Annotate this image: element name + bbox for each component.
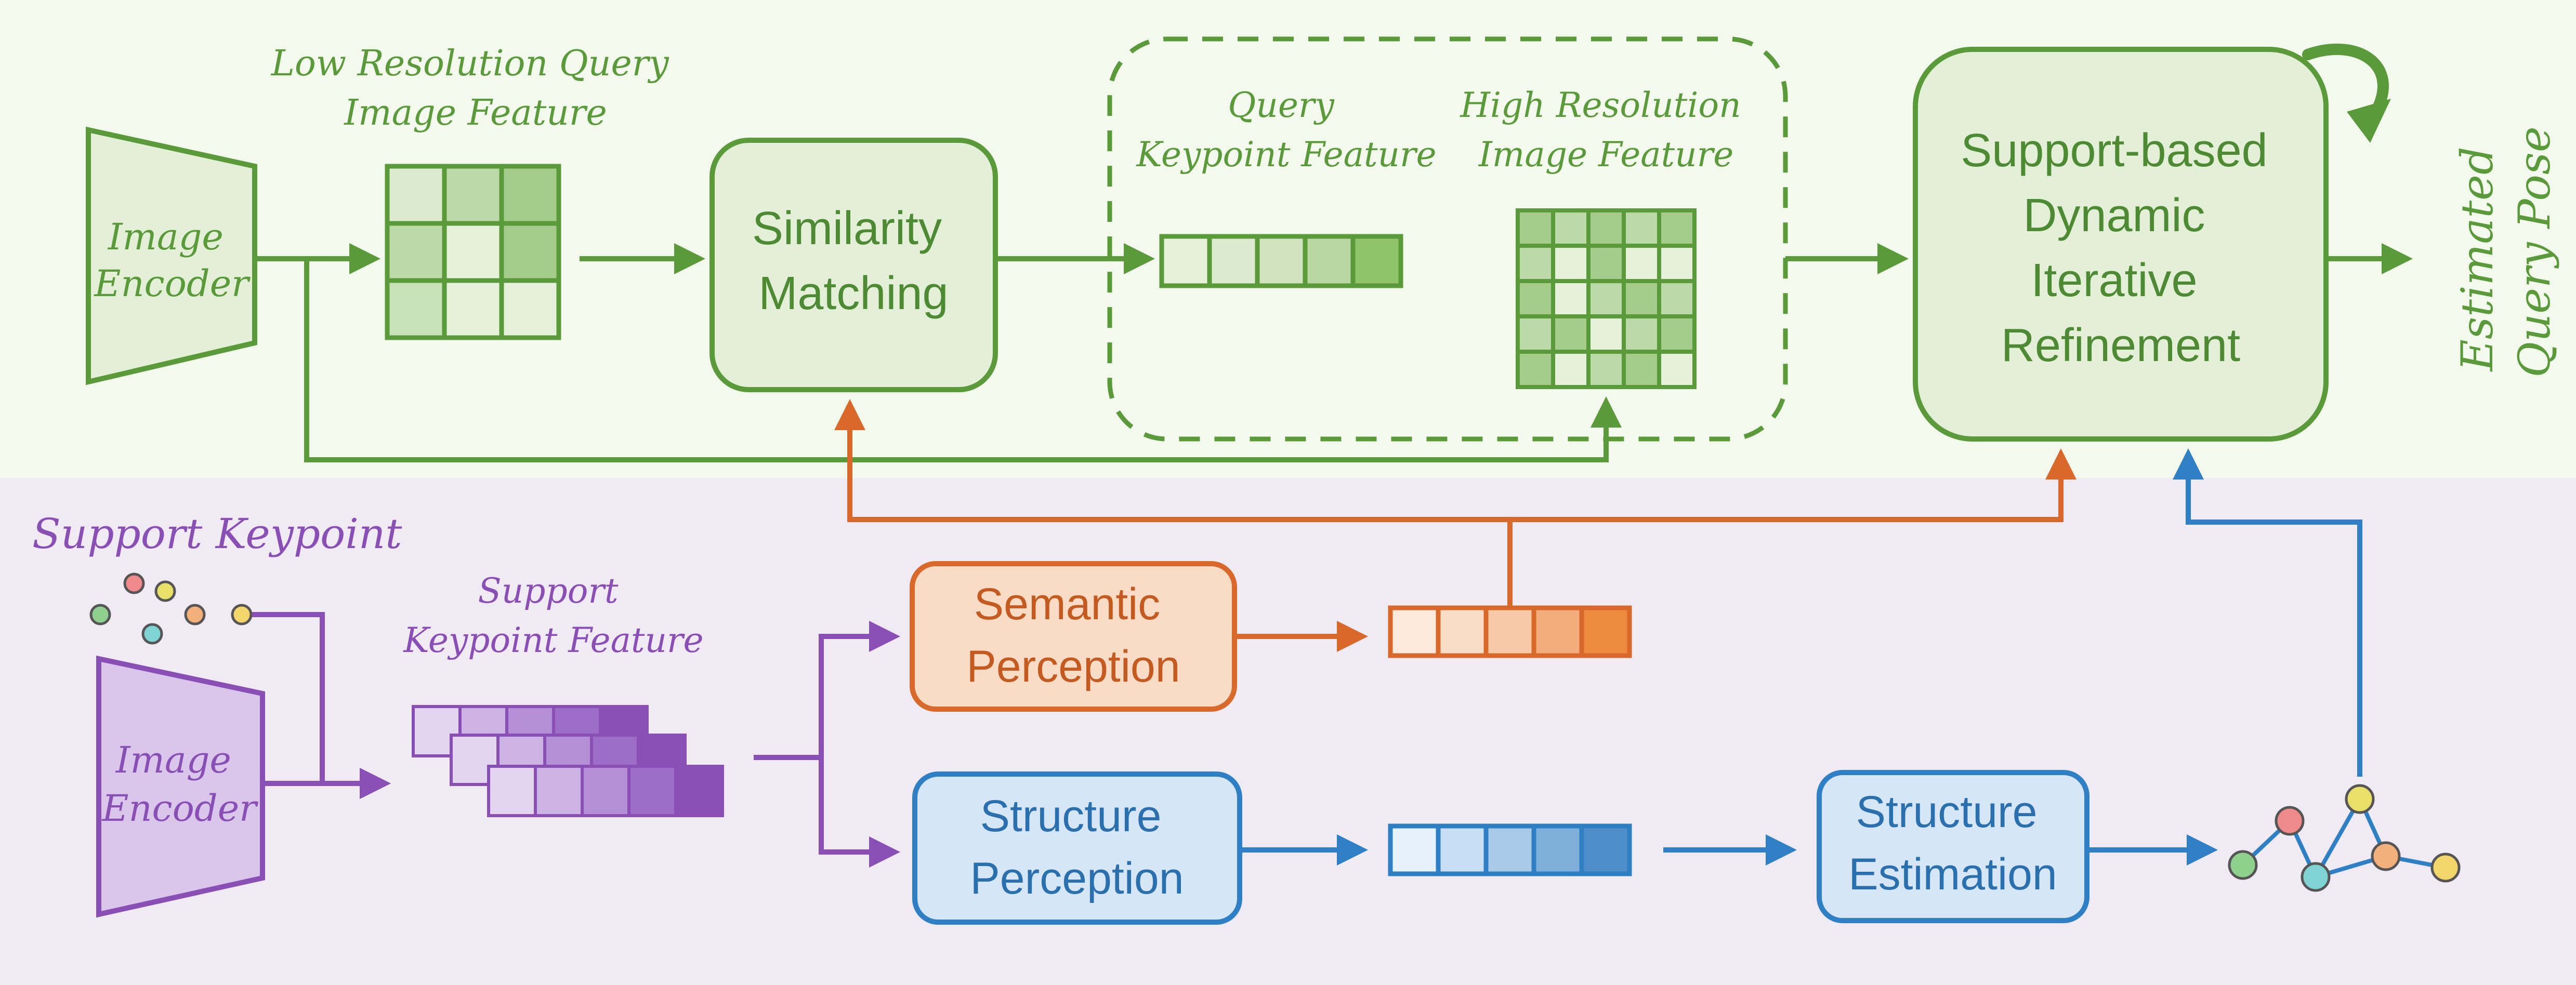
structure-estimation-label: Structure Estimation xyxy=(1848,787,2057,899)
semantic-perception-label: Semantic Perception xyxy=(966,579,1180,691)
feature-group-dashed-box xyxy=(1107,36,1788,442)
structure-perception-label: Structure Perception xyxy=(970,791,1184,903)
query-keypoint-feature-vector xyxy=(1159,234,1403,288)
high-res-feature-grid xyxy=(1516,208,1697,389)
arrow-semantic-to-refinement xyxy=(1510,448,2076,522)
support-keypoint-feature-stack xyxy=(412,705,724,817)
support-image-encoder xyxy=(96,655,265,918)
high-res-feature-label: High Resolution Image Feature xyxy=(1460,85,1752,175)
refinement-box xyxy=(1913,47,2329,442)
low-res-feature-grid xyxy=(385,164,561,340)
structure-feature-vector xyxy=(1388,823,1632,876)
support-keypoint-dots xyxy=(89,573,253,645)
estimated-query-pose-label: Estimated Query Pose xyxy=(2452,126,2560,378)
svg-text:Estimated Query Pose: Estimated Query Pose xyxy=(2452,126,2560,378)
low-res-feature-label: Low Resolution Query Image Feature xyxy=(270,43,680,134)
support-keypoint-feature-label: Support Keypoint Feature xyxy=(403,571,703,660)
arrow-semantic-to-matching xyxy=(834,399,1513,608)
iterate-cycle-icon xyxy=(2302,44,2391,143)
structure-graph-icon xyxy=(2228,784,2461,892)
arrow-graph-to-refinement xyxy=(2173,448,2362,777)
structure-estimation-box xyxy=(1817,770,2089,923)
arrow-encoder-to-highres xyxy=(304,259,1622,462)
query-image-encoder-label: Image Encoder xyxy=(93,216,251,305)
refinement-label: Support-based Dynamic Iterative Refineme… xyxy=(1961,125,2280,371)
arrow-features-to-semantic xyxy=(754,621,900,760)
semantic-feature-vector xyxy=(1388,605,1632,658)
query-image-encoder xyxy=(86,126,257,385)
similarity-matching-label: Similarity Matching xyxy=(752,203,955,320)
query-keypoint-feature-label: Query Keypoint Feature xyxy=(1136,85,1436,175)
arrow-features-to-structure xyxy=(819,757,900,868)
support-image-encoder-label: Image Encoder xyxy=(101,739,258,830)
similarity-matching-box xyxy=(709,138,998,392)
support-keypoint-label: Support Keypoint xyxy=(32,510,402,558)
